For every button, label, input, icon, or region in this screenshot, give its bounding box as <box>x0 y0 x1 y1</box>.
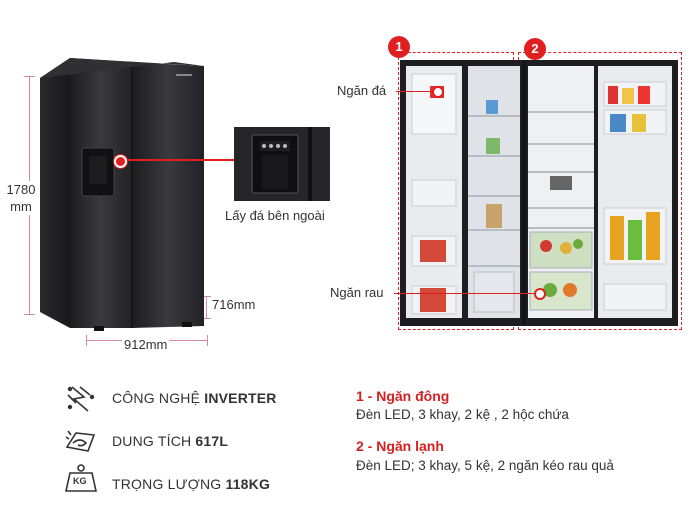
spec-freezer-desc: Đèn LED, 3 khay, 2 kệ , 2 hộc chứa <box>356 407 569 422</box>
ice-compartment-label: Ngăn đá <box>337 83 387 98</box>
feature-capacity-value: 617L <box>195 433 229 449</box>
height-value: 1780 <box>6 182 36 197</box>
capacity-icon <box>65 430 96 452</box>
external-ice-callout-line <box>120 159 240 161</box>
dispenser-zoom-image <box>234 127 330 201</box>
feature-inverter: CÔNG NGHỆ INVERTER <box>112 390 277 406</box>
width-cap-left <box>86 335 87 346</box>
height-dimension-cap-top <box>24 76 35 77</box>
ice-compartment-marker <box>432 86 444 98</box>
weight-icon-text: KG <box>73 476 87 486</box>
feature-capacity: DUNG TÍCH 617L <box>112 433 228 449</box>
height-unit: mm <box>10 199 32 214</box>
height-dimension-cap-bottom <box>24 314 35 315</box>
ice-compartment-line <box>396 91 434 92</box>
feature-inverter-prefix: CÔNG NGHỆ <box>112 390 205 406</box>
width-cap-right <box>207 335 208 346</box>
veg-compartment-label: Ngăn rau <box>330 285 384 300</box>
fridge-open-image <box>400 60 678 326</box>
external-ice-label: Lấy đá bên ngoài <box>225 208 325 223</box>
external-ice-marker <box>114 155 127 168</box>
depth-cap-top <box>202 296 211 297</box>
spec-freezer-title: 1 - Ngăn đông <box>356 388 450 404</box>
inverter-chip-icon <box>67 386 95 412</box>
feature-weight-value: 118KG <box>225 476 271 492</box>
height-label: 1780 mm <box>4 181 38 215</box>
fridge-badge: 2 <box>524 38 546 60</box>
depth-label: 716mm <box>212 297 256 312</box>
depth-cap-bottom <box>202 318 211 319</box>
width-label: 912mm <box>122 337 170 352</box>
depth-dimension-line <box>206 296 207 318</box>
feature-weight: TRỌNG LƯỢNG 118KG <box>112 476 270 492</box>
fridge-closed-image <box>40 58 204 331</box>
feature-inverter-value: INVERTER <box>204 390 277 406</box>
weight-kg-icon: KG <box>64 463 98 493</box>
feature-capacity-prefix: DUNG TÍCH <box>112 433 196 449</box>
spec-fridge-desc: Đèn LED; 3 khay, 5 kệ, 2 ngăn kéo rau qu… <box>356 458 614 473</box>
spec-fridge-title: 2 - Ngăn lạnh <box>356 438 444 454</box>
freezer-badge: 1 <box>388 36 410 58</box>
veg-compartment-line <box>394 293 534 294</box>
veg-compartment-marker <box>534 288 546 300</box>
feature-weight-prefix: TRỌNG LƯỢNG <box>112 476 226 492</box>
